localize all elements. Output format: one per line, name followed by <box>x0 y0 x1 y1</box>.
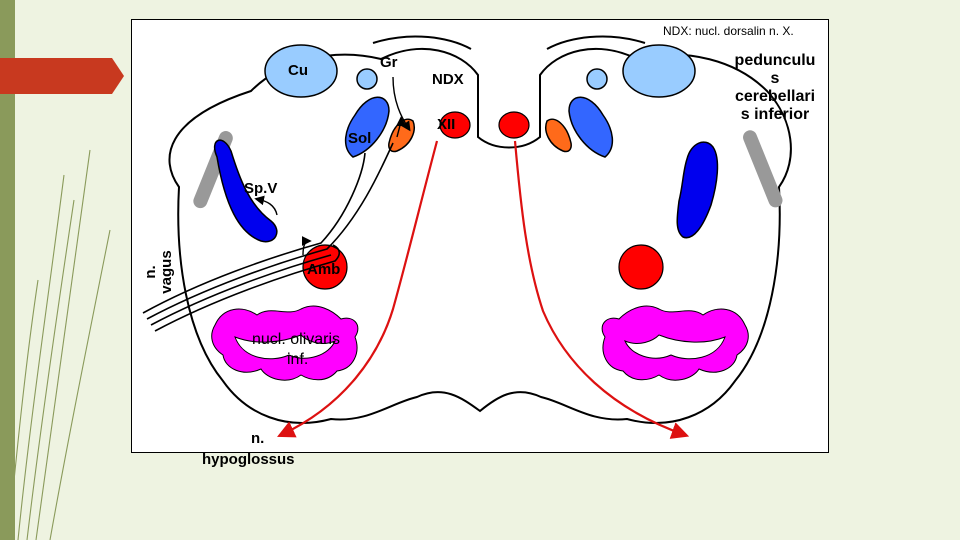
label-pedunculus-line2: s <box>770 69 780 87</box>
label-n-vagus: n. vagus <box>142 246 177 298</box>
label-nucl-olivaris-line1: nucl. olivaris <box>252 331 341 348</box>
label-xii: XII <box>437 116 456 133</box>
label-gr: Gr <box>380 54 398 71</box>
spinal-trigeminal-left <box>213 139 278 243</box>
nucleus-gracilis-right <box>586 68 608 90</box>
label-pedunculus: pedunculu s cerebellari s inferior <box>726 52 824 124</box>
nucleus-ambiguus-left <box>302 244 348 290</box>
inferior-olive-left <box>211 305 359 381</box>
label-sol: Sol <box>348 130 372 147</box>
label-n-vagus-line2: vagus <box>157 250 175 294</box>
decorative-curves <box>7 149 111 540</box>
label-arrows <box>254 76 411 256</box>
label-amb: Amb <box>307 261 341 278</box>
nucleus-cuneatus-right <box>622 44 696 98</box>
ndx-right <box>545 118 572 153</box>
hypoglossal-nucleus-left <box>439 111 471 139</box>
caption-ndx: NDX: nucl. dorsalin n. X. <box>663 24 794 38</box>
label-pedunculus-line3: cerebellari <box>734 87 816 105</box>
label-cu: Cu <box>288 62 308 79</box>
hypoglossal-nucleus-right <box>498 111 530 139</box>
dorsal-surface-line <box>372 35 646 50</box>
nucleus-solitarius-right <box>568 96 614 158</box>
slide-accent-arrow <box>0 58 124 94</box>
medulla-cross-section <box>142 35 792 439</box>
hypoglossal-nerve-left <box>277 140 439 438</box>
label-n-vagus-line1: n. <box>142 265 159 279</box>
label-pedunculus-line1: pedunculu <box>734 52 816 69</box>
label-nucl-olivaris-line2: inf. <box>287 351 309 368</box>
spinal-trigeminal-right <box>676 141 719 239</box>
nucleus-solitarius-left <box>344 96 390 158</box>
restiform-body-right <box>743 130 783 208</box>
label-spv: Sp.V <box>244 180 278 197</box>
label-ndx: NDX <box>432 71 464 88</box>
inferior-olive-right <box>601 305 749 381</box>
left-frame-bar <box>0 0 15 540</box>
nucleus-gracilis-left <box>356 68 378 90</box>
nucleus-cuneatus-left <box>264 44 338 98</box>
nucleus-ambiguus-right <box>618 244 664 290</box>
label-n-hypoglossus-line1: n. <box>251 430 265 447</box>
vagus-nerve-fibers <box>142 142 394 332</box>
hypoglossal-nerve-right <box>513 140 690 439</box>
label-pedunculus-line4: s inferior <box>740 105 810 123</box>
label-n-hypoglossus-line2: hypoglossus <box>202 451 295 468</box>
